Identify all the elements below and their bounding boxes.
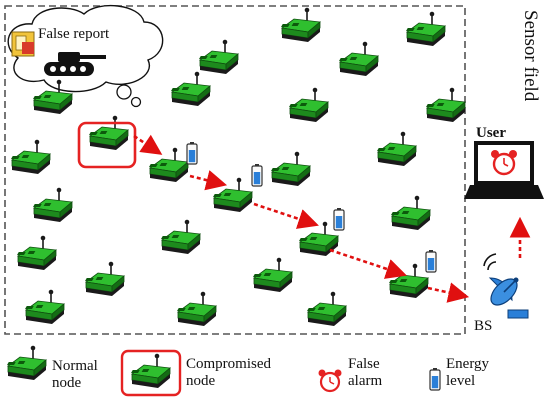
sensor-node <box>32 186 73 223</box>
legend-normal-line1: Normal <box>52 358 98 374</box>
sensor-node <box>270 150 311 187</box>
legend-compromised-highlight <box>120 349 182 397</box>
sensor-node <box>306 290 347 327</box>
legend-normal-node-icon <box>6 344 47 381</box>
folder-icon <box>11 31 35 57</box>
legend-battery-icon <box>429 367 441 391</box>
sensor-node <box>288 86 329 123</box>
sensor-node <box>338 40 379 77</box>
legend-false-alarm: False alarm <box>348 356 382 390</box>
sensor-node <box>176 290 217 327</box>
sensor-node <box>148 146 189 183</box>
base-station-label: BS <box>474 318 493 334</box>
legend-energy-line1: Energy <box>446 356 490 372</box>
sensor-node <box>425 86 466 123</box>
battery-icon <box>251 163 263 187</box>
legend-normal-node: Normal node <box>52 358 98 392</box>
sensor-node <box>198 38 239 75</box>
sensor-node <box>280 6 321 43</box>
compromised-node <box>88 114 129 151</box>
sensor-node <box>376 130 417 167</box>
tank-icon <box>44 52 106 76</box>
legend-alarm-clock-icon <box>318 369 342 393</box>
compromised-node-highlight <box>77 121 137 169</box>
sensor-node <box>10 138 51 175</box>
legend-energy-line2: level <box>446 373 476 389</box>
false-report-label: False report <box>38 26 110 42</box>
sensor-node <box>388 262 429 299</box>
legend-compromised-node-icon <box>130 352 171 389</box>
battery-icon <box>333 207 345 231</box>
sensor-node <box>390 194 431 231</box>
sensor-node <box>16 234 57 271</box>
sensor-field-border <box>4 5 466 335</box>
legend-compromised-line2: node <box>186 373 216 389</box>
sensor-node <box>160 218 201 255</box>
satellite-dish-icon <box>483 253 529 319</box>
legend-energy-level: Energy level <box>446 356 489 390</box>
sensor-node <box>24 288 65 325</box>
legend-alarm-line1: False <box>348 356 380 372</box>
legend-normal-line2: node <box>52 375 82 391</box>
legend-alarm-line2: alarm <box>348 373 383 389</box>
battery-icon <box>186 141 198 165</box>
battery-icon <box>425 249 437 273</box>
sensor-node <box>405 10 446 47</box>
false-report-path <box>133 134 531 303</box>
legend-compromised-node: Compromised node <box>186 356 271 390</box>
sensor-node <box>252 256 293 293</box>
sensor-node <box>84 260 125 297</box>
legend-compromised-line1: Compromised <box>186 356 271 372</box>
sensor-field-title: Sensor field <box>520 10 541 102</box>
sensor-node <box>170 70 211 107</box>
user-label: User <box>476 125 506 141</box>
alarm-clock-icon <box>491 150 517 176</box>
